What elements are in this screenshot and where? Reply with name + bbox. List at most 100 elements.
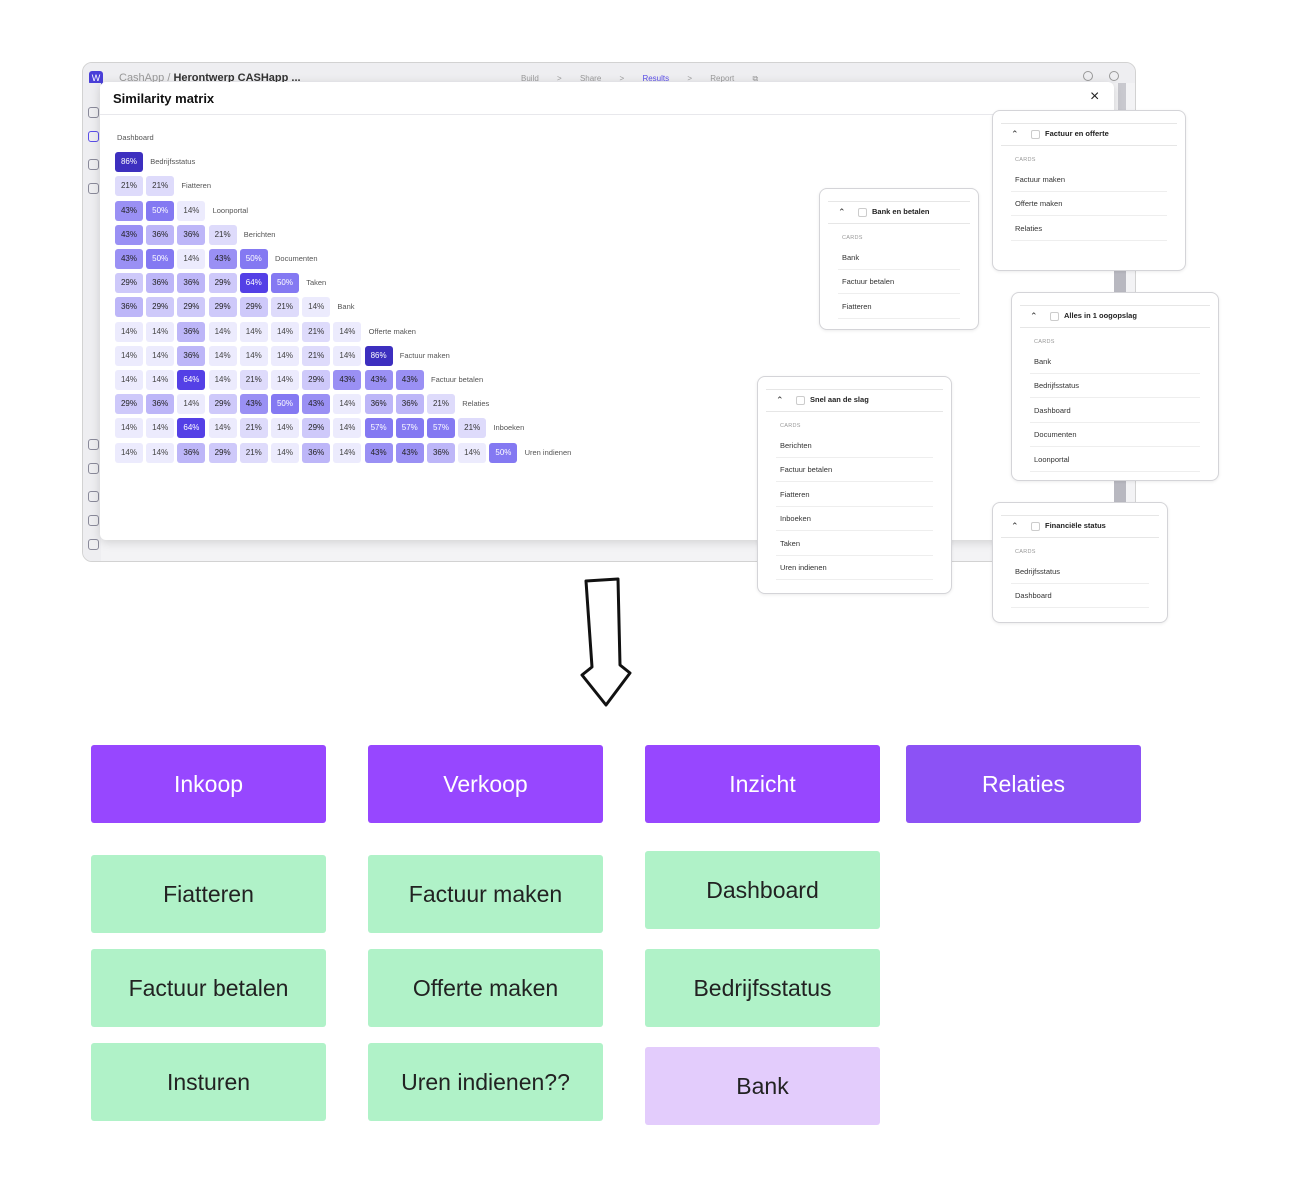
matrix-cell[interactable]: 43% xyxy=(115,200,143,221)
matrix-cell[interactable]: 14% xyxy=(271,370,299,390)
close-icon[interactable]: × xyxy=(1090,88,1100,105)
popup-card-item[interactable]: Dashboard xyxy=(1015,591,1052,601)
matrix-cell[interactable]: 29% xyxy=(208,273,237,294)
nav-share[interactable]: Share xyxy=(579,74,602,83)
matrix-cell[interactable]: 14% xyxy=(177,394,206,415)
matrix-cell[interactable]: 14% xyxy=(115,442,143,463)
user-icon[interactable] xyxy=(1083,71,1093,81)
matrix-cell[interactable]: 14% xyxy=(333,394,362,415)
popup-card-item[interactable]: Bedrijfsstatus xyxy=(1034,381,1080,391)
matrix-cell[interactable]: 50% xyxy=(146,200,175,221)
popup-card-item[interactable]: Bank xyxy=(1034,357,1052,366)
item-card[interactable]: Bank xyxy=(645,1047,880,1125)
matrix-cell[interactable]: 50% xyxy=(239,249,268,269)
checkbox[interactable] xyxy=(1031,130,1040,139)
matrix-cell[interactable]: 29% xyxy=(115,394,143,415)
chevron-up-icon[interactable]: ⌃ xyxy=(838,207,846,217)
item-card[interactable]: Fiatteren xyxy=(91,855,326,933)
matrix-cell[interactable]: 14% xyxy=(333,442,362,463)
matrix-cell[interactable]: 43% xyxy=(208,249,237,269)
popup-card-item[interactable]: Documenten xyxy=(1034,430,1077,440)
category-header-card[interactable]: Inzicht xyxy=(645,745,880,823)
popup-card-item[interactable]: Dashboard xyxy=(1034,405,1071,415)
matrix-cell[interactable]: 64% xyxy=(239,273,268,294)
category-header-card[interactable]: Inkoop xyxy=(91,745,326,823)
item-card[interactable]: Factuur betalen xyxy=(91,949,326,1027)
item-card[interactable]: Dashboard xyxy=(645,851,880,929)
matrix-cell[interactable]: 36% xyxy=(177,321,206,342)
matrix-cell[interactable]: 14% xyxy=(115,370,143,390)
image-icon[interactable] xyxy=(88,159,99,170)
popup-card-item[interactable]: Uren indienen xyxy=(780,563,827,572)
matrix-cell[interactable]: 43% xyxy=(239,394,268,415)
chevron-up-icon[interactable]: ⌃ xyxy=(1030,311,1038,321)
matrix-cell[interactable]: 64% xyxy=(177,370,206,390)
matrix-cell[interactable]: 14% xyxy=(333,418,362,439)
matrix-cell[interactable]: 36% xyxy=(395,394,424,415)
matrix-cell[interactable]: 57% xyxy=(364,418,393,439)
matrix-cell[interactable]: 14% xyxy=(239,321,268,342)
matrix-cell[interactable]: 29% xyxy=(146,297,175,318)
bell-icon[interactable] xyxy=(88,463,99,474)
matrix-cell[interactable]: 21% xyxy=(458,418,487,439)
nav-build[interactable]: Build xyxy=(521,74,539,83)
matrix-cell[interactable]: 29% xyxy=(208,297,237,318)
matrix-cell[interactable]: 14% xyxy=(146,345,175,366)
matrix-cell[interactable]: 86% xyxy=(115,152,143,173)
popup-card-item[interactable]: Factuur maken xyxy=(1015,175,1066,184)
matrix-cell[interactable]: 14% xyxy=(208,321,237,342)
matrix-cell[interactable]: 21% xyxy=(146,176,175,197)
matrix-cell[interactable]: 21% xyxy=(271,297,299,318)
matrix-cell[interactable]: 29% xyxy=(302,418,331,439)
matrix-cell[interactable]: 21% xyxy=(302,345,331,366)
popup-card-item[interactable]: Offerte maken xyxy=(1015,199,1063,209)
matrix-cell[interactable]: 21% xyxy=(239,442,268,463)
nav-report[interactable]: Report xyxy=(710,74,735,83)
matrix-cell[interactable]: 29% xyxy=(208,442,237,463)
breadcrumb-project[interactable]: CashApp xyxy=(119,72,165,84)
matrix-cell[interactable]: 43% xyxy=(395,370,424,390)
item-card[interactable]: Insturen xyxy=(91,1043,326,1121)
chevron-up-icon[interactable]: ⌃ xyxy=(776,395,784,405)
popup-card-item[interactable]: Fiatteren xyxy=(780,489,810,499)
matrix-cell[interactable]: 36% xyxy=(364,394,393,415)
matrix-cell[interactable]: 14% xyxy=(271,345,299,366)
settings-icon[interactable] xyxy=(88,515,99,526)
matrix-cell[interactable]: 14% xyxy=(177,249,206,269)
matrix-cell[interactable]: 36% xyxy=(302,442,331,463)
matrix-cell[interactable]: 14% xyxy=(146,321,175,342)
matrix-cell[interactable]: 21% xyxy=(427,394,455,415)
popup-card-item[interactable]: Fiatteren xyxy=(842,301,872,311)
popup-card-item[interactable]: Factuur betalen xyxy=(842,277,895,287)
matrix-cell[interactable]: 21% xyxy=(208,224,237,245)
external-link-icon[interactable]: ⧉ xyxy=(752,74,759,83)
matrix-cell[interactable]: 29% xyxy=(208,394,237,415)
popup-card-item[interactable]: Loonportal xyxy=(1034,454,1070,464)
matrix-cell[interactable]: 14% xyxy=(239,345,268,366)
matrix-cell[interactable]: 50% xyxy=(146,249,175,269)
matrix-cell[interactable]: 29% xyxy=(302,370,331,390)
matrix-cell[interactable]: 14% xyxy=(115,321,143,342)
popup-card-item[interactable]: Factuur betalen xyxy=(780,465,833,475)
settings-icon[interactable] xyxy=(1109,71,1119,81)
item-card[interactable]: Bedrijfsstatus xyxy=(645,949,880,1027)
users-icon[interactable] xyxy=(88,183,99,194)
matrix-cell[interactable]: 43% xyxy=(115,249,143,269)
upload-icon[interactable] xyxy=(88,439,99,450)
help-icon[interactable] xyxy=(88,491,99,502)
item-card[interactable]: Factuur maken xyxy=(368,855,603,933)
popup-card-item[interactable]: Bank xyxy=(842,253,860,262)
matrix-cell[interactable]: 43% xyxy=(115,224,143,245)
matrix-cell[interactable]: 14% xyxy=(271,418,299,439)
matrix-cell[interactable]: 57% xyxy=(395,418,424,439)
popup-card-item[interactable]: Taken xyxy=(780,538,801,548)
matrix-cell[interactable]: 43% xyxy=(395,442,424,463)
popup-card-item[interactable]: Berichten xyxy=(780,441,812,450)
matrix-cell[interactable]: 14% xyxy=(146,442,175,463)
matrix-cell[interactable]: 50% xyxy=(489,442,518,463)
matrix-cell[interactable]: 14% xyxy=(271,321,299,342)
matrix-cell[interactable]: 14% xyxy=(115,418,143,439)
checkbox[interactable] xyxy=(858,208,867,217)
matrix-cell[interactable]: 21% xyxy=(115,176,143,197)
category-header-card[interactable]: Verkoop xyxy=(368,745,603,823)
